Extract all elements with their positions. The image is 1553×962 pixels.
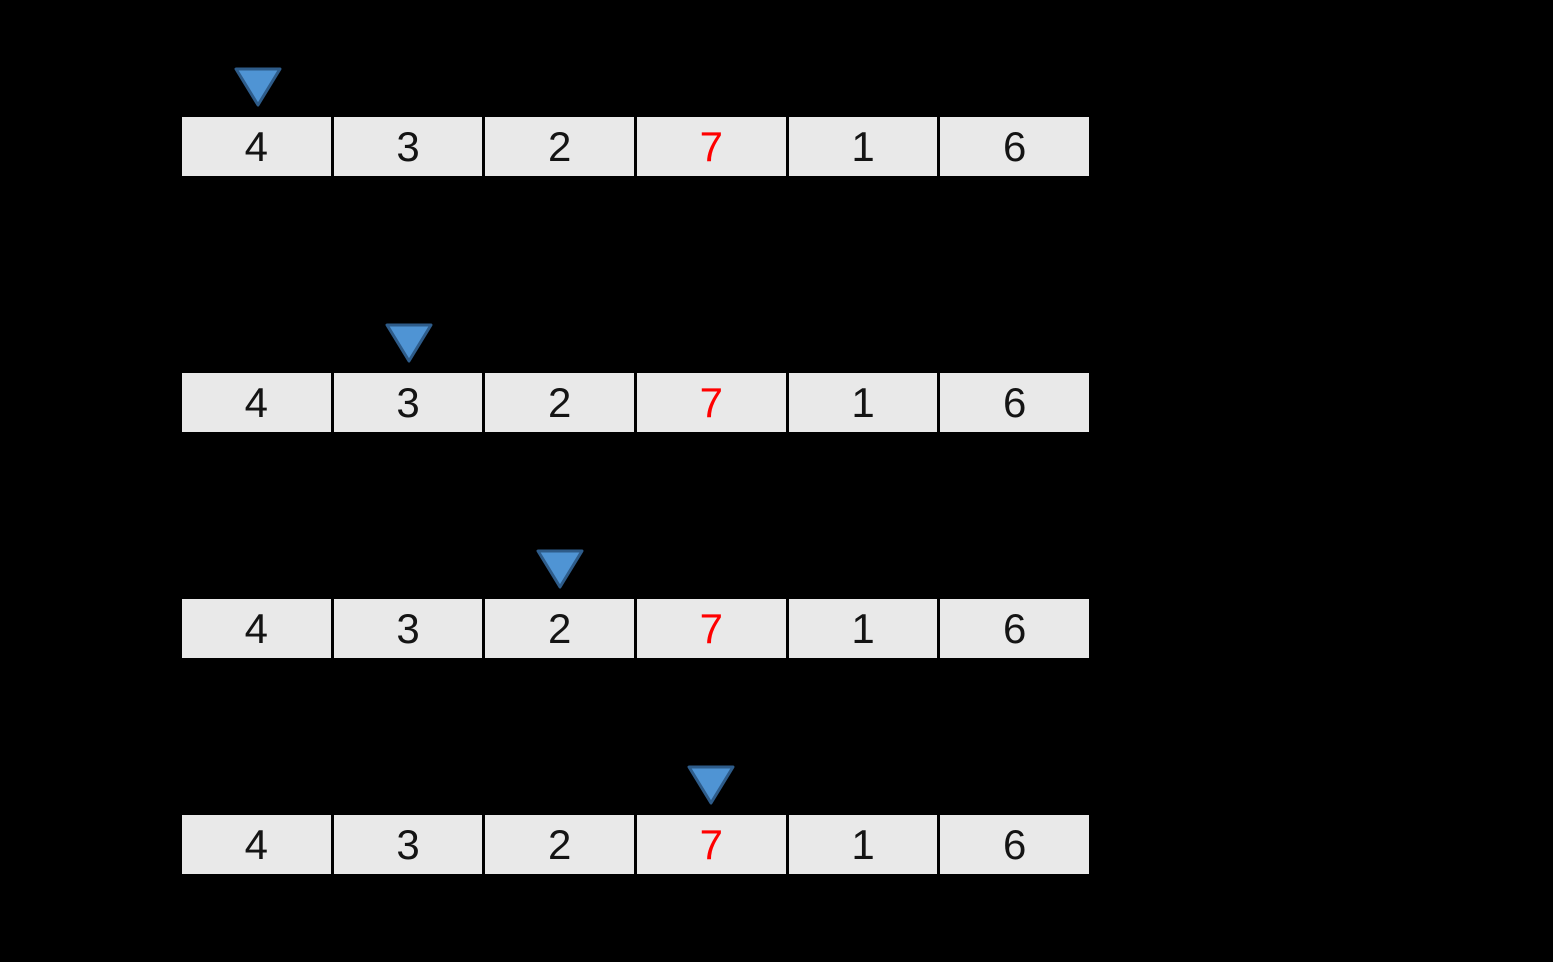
array-cell: 4: [182, 599, 331, 658]
array-cell: 6: [937, 117, 1090, 176]
array-cell: 1: [785, 117, 938, 176]
search-step-4: 4 3 2 7 1 6: [182, 765, 1090, 874]
array-cell: 2: [482, 599, 635, 658]
array-cell-highlighted: 7: [634, 373, 786, 432]
array-cell-highlighted: 7: [634, 815, 786, 874]
index-pointer-icon: [385, 323, 433, 363]
array-cell: 3: [330, 599, 483, 658]
array-cell: 4: [182, 373, 331, 432]
array-cell: 6: [937, 599, 1090, 658]
array-cell: 2: [482, 815, 635, 874]
array-cell: 4: [182, 117, 331, 176]
array-cell: 1: [785, 815, 938, 874]
index-pointer-icon: [687, 765, 735, 805]
array-row: 4 3 2 7 1 6: [182, 815, 1090, 874]
array-cell: 6: [937, 815, 1090, 874]
index-pointer-icon: [536, 549, 584, 589]
array-cell: 2: [482, 117, 635, 176]
search-step-1: 4 3 2 7 1 6: [182, 67, 1090, 176]
array-cell: 1: [785, 599, 938, 658]
array-row: 4 3 2 7 1 6: [182, 599, 1090, 658]
array-cell-highlighted: 7: [634, 599, 786, 658]
array-row: 4 3 2 7 1 6: [182, 117, 1090, 176]
array-cell: 3: [330, 117, 483, 176]
search-step-3: 4 3 2 7 1 6: [182, 549, 1090, 658]
array-row: 4 3 2 7 1 6: [182, 373, 1090, 432]
array-cell: 6: [937, 373, 1090, 432]
search-step-2: 4 3 2 7 1 6: [182, 323, 1090, 432]
array-cell-highlighted: 7: [634, 117, 786, 176]
array-cell: 4: [182, 815, 331, 874]
array-cell: 3: [330, 373, 483, 432]
index-pointer-icon: [234, 67, 282, 107]
array-cell: 1: [785, 373, 938, 432]
array-cell: 3: [330, 815, 483, 874]
array-cell: 2: [482, 373, 635, 432]
